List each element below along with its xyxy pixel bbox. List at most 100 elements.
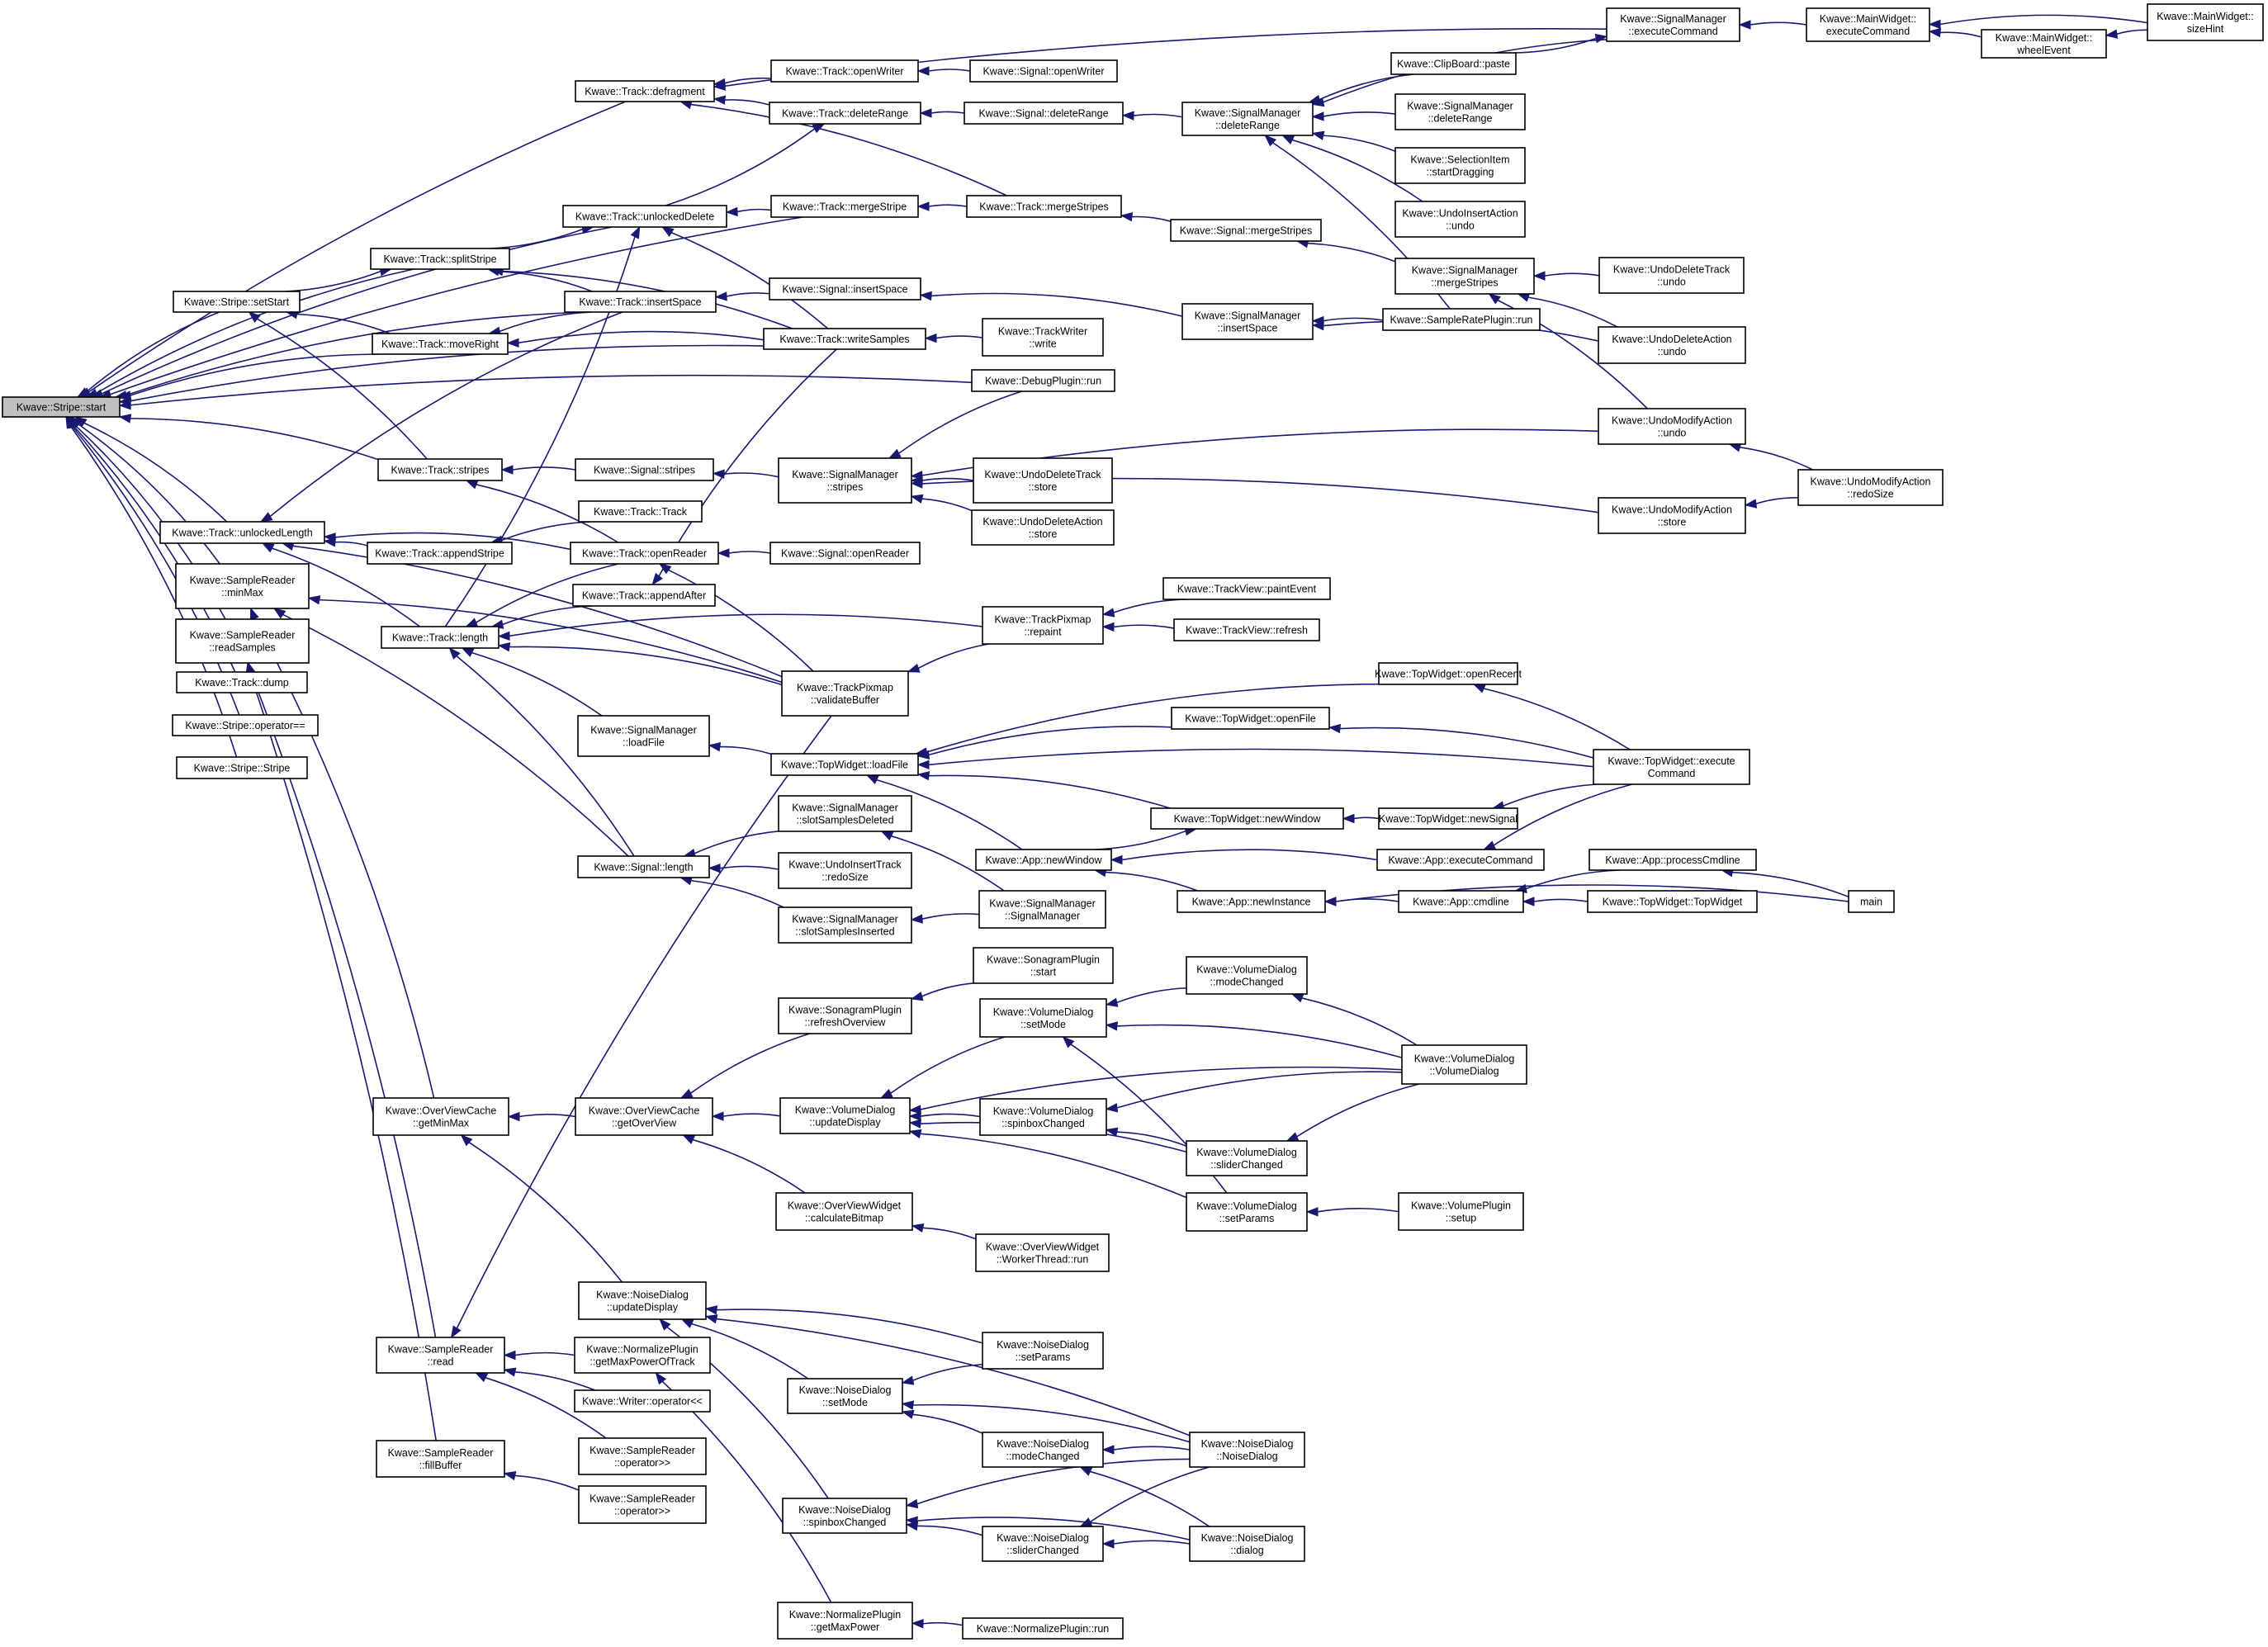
node-twLoadFile[interactable]: Kwave::TopWidget::loadFile [770, 753, 919, 776]
node-moveRight[interactable]: Kwave::Track::moveRight [372, 333, 509, 355]
node-appNewWindow[interactable]: Kwave::App::newWindow [975, 849, 1112, 871]
node-writeSamples[interactable]: Kwave::Track::writeSamples [763, 328, 926, 350]
node-stripeCtor[interactable]: Kwave::Stripe::Stripe [176, 756, 308, 779]
node-twNewWindow[interactable]: Kwave::TopWidget::newWindow [1150, 807, 1344, 830]
node-tpRepaint[interactable]: Kwave::TrackPixmap::repaint [982, 606, 1104, 645]
node-lengthS[interactable]: Kwave::Signal::length [577, 855, 710, 878]
node-lengthT[interactable]: Kwave::Track::length [381, 626, 500, 649]
node-openWriterT[interactable]: Kwave::Track::openWriter [770, 59, 919, 83]
node-twNewSignal[interactable]: Kwave::TopWidget::newSignal [1378, 807, 1518, 830]
node-sgStart[interactable]: Kwave::SonagramPlugin::start [973, 947, 1114, 984]
node-mwExecute[interactable]: Kwave::MainWidget::executeCommand [1806, 7, 1930, 42]
node-udaUndo[interactable]: Kwave::UndoDeleteAction::undo [1598, 326, 1746, 364]
node-appendAfter[interactable]: Kwave::Track::appendAfter [572, 584, 716, 607]
node-smSlotInserted[interactable]: Kwave::SignalManager::slotSamplesInserte… [778, 906, 912, 944]
node-readSamples[interactable]: Kwave::SampleReader::readSamples [175, 618, 310, 664]
node-dump[interactable]: Kwave::Track::dump [176, 671, 308, 693]
node-npGetMaxPowerTrack[interactable]: Kwave::NormalizePlugin::getMaxPowerOfTra… [574, 1337, 711, 1374]
node-insertSpaceT[interactable]: Kwave::Track::insertSpace [564, 291, 717, 313]
node-ndModeChanged[interactable]: Kwave::NoiseDialog::modeChanged [982, 1432, 1104, 1468]
node-appendStripe[interactable]: Kwave::Track::appendStripe [367, 542, 513, 565]
node-srOp2[interactable]: Kwave::SampleReader::operator>> [578, 1485, 707, 1524]
node-mergeStripeT[interactable]: Kwave::Track::mergeStripe [770, 195, 919, 218]
node-sgRefresh[interactable]: Kwave::SonagramPlugin::refreshOverview [778, 997, 912, 1034]
node-deleteRangeT[interactable]: Kwave::Track::deleteRange [769, 102, 921, 125]
node-ovcGetOverView[interactable]: Kwave::OverViewCache::getOverView [575, 1097, 713, 1136]
node-ndCtor[interactable]: Kwave::NoiseDialog::NoiseDialog [1189, 1432, 1305, 1468]
node-vdCtor[interactable]: Kwave::VolumeDialog::VolumeDialog [1401, 1044, 1527, 1085]
node-setStart[interactable]: Kwave::Stripe::setStart [173, 291, 301, 313]
node-srRead[interactable]: Kwave::SampleReader::read [376, 1337, 505, 1374]
node-twTopWidget[interactable]: Kwave::TopWidget::TopWidget [1587, 890, 1758, 913]
node-main[interactable]: main [1848, 890, 1895, 913]
node-npRun[interactable]: Kwave::NormalizePlugin::run [962, 1617, 1124, 1640]
node-tvRefresh[interactable]: Kwave::TrackView::refresh [1173, 618, 1320, 641]
node-smStripes[interactable]: Kwave::SignalManager::stripes [778, 457, 912, 504]
node-twWrite[interactable]: Kwave::TrackWriter::write [982, 318, 1104, 357]
node-uiaUndo[interactable]: Kwave::UndoInsertAction::undo [1394, 201, 1526, 238]
node-debugRun[interactable]: Kwave::DebugPlugin::run [971, 369, 1115, 392]
node-ndSpinbox[interactable]: Kwave::NoiseDialog::spinboxChanged [782, 1498, 907, 1534]
node-udtStore[interactable]: Kwave::UndoDeleteTrack::store [973, 457, 1113, 504]
node-stripesS[interactable]: Kwave::Signal::stripes [575, 458, 714, 481]
node-vdSpinbox[interactable]: Kwave::VolumeDialog::spinboxChanged [979, 1098, 1107, 1136]
node-mwWheel[interactable]: Kwave::MainWidget::wheelEvent [1981, 29, 2107, 59]
node-ndDialog[interactable]: Kwave::NoiseDialog::dialog [1189, 1526, 1305, 1562]
node-smLoadFile[interactable]: Kwave::SignalManager::loadFile [577, 715, 710, 757]
node-stripesT[interactable]: Kwave::Track::stripes [377, 458, 503, 481]
node-ovcGetMinMax[interactable]: Kwave::OverViewCache::getMinMax [372, 1097, 509, 1136]
node-ndSetMode[interactable]: Kwave::NoiseDialog::setMode [787, 1378, 903, 1414]
node-smInsertSpace[interactable]: Kwave::SignalManager::insertSpace [1181, 303, 1314, 340]
node-smCtor[interactable]: Kwave::SignalManager::SignalManager [978, 890, 1106, 929]
node-owCalc[interactable]: Kwave::OverViewWidget::calculateBitmap [775, 1192, 913, 1231]
node-deleteRangeS[interactable]: Kwave::Signal::deleteRange [964, 102, 1124, 125]
node-openReaderS[interactable]: Kwave::Signal::openReader [769, 542, 921, 565]
node-owRun[interactable]: Kwave::OverViewWidget::WorkerThread::run [975, 1233, 1110, 1272]
node-umaStore[interactable]: Kwave::UndoModifyAction::store [1598, 497, 1746, 534]
node-twOpenRecent[interactable]: Kwave::TopWidget::openRecent [1375, 662, 1522, 685]
node-start[interactable]: Kwave::Stripe::start [2, 396, 121, 418]
node-srRun[interactable]: Kwave::SampleRatePlugin::run [1382, 308, 1541, 331]
node-mwSizeHint[interactable]: Kwave::MainWidget::sizeHint [2147, 3, 2264, 41]
node-vdSetParams[interactable]: Kwave::VolumeDialog::setParams [1186, 1192, 1308, 1232]
node-vdUpdate[interactable]: Kwave::VolumeDialog::updateDisplay [779, 1097, 911, 1134]
node-vpSetup[interactable]: Kwave::VolumePlugin::setup [1398, 1192, 1524, 1231]
node-ndSlider[interactable]: Kwave::NoiseDialog::sliderChanged [982, 1526, 1104, 1562]
node-umaUndo[interactable]: Kwave::UndoModifyAction::undo [1598, 408, 1746, 445]
node-uitRedoSize[interactable]: Kwave::UndoInsertTrack::redoSize [778, 852, 912, 889]
node-appExecute[interactable]: Kwave::App::executeCommand [1376, 849, 1545, 871]
node-udtUndo[interactable]: Kwave::UndoDeleteTrack::undo [1598, 257, 1745, 294]
node-openWriterS[interactable]: Kwave::Signal::openWriter [969, 59, 1118, 83]
node-umaRedoSize[interactable]: Kwave::UndoModifyAction::redoSize [1797, 469, 1944, 506]
node-selStartDrag[interactable]: Kwave::SelectionItem::startDragging [1394, 147, 1526, 184]
node-smSlotDeleted[interactable]: Kwave::SignalManager::slotSamplesDeleted [778, 795, 912, 832]
node-udaStore[interactable]: Kwave::UndoDeleteAction::store [971, 509, 1115, 546]
node-clipPaste[interactable]: Kwave::ClipBoard::paste [1390, 52, 1517, 75]
node-openReaderT[interactable]: Kwave::Track::openReader [570, 542, 719, 565]
node-ndUpdate[interactable]: Kwave::NoiseDialog::updateDisplay [578, 1281, 707, 1320]
node-mergeStripesS[interactable]: Kwave::Signal::mergeStripes [1170, 219, 1322, 242]
node-appProcessCmdline[interactable]: Kwave::App::processCmdline [1589, 849, 1757, 871]
node-vdModeChanged[interactable]: Kwave::VolumeDialog::modeChanged [1186, 956, 1308, 995]
node-writerOp[interactable]: Kwave::Writer::operator<< [574, 1389, 711, 1413]
node-srFill[interactable]: Kwave::SampleReader::fillBuffer [376, 1440, 505, 1478]
node-twOpenFile[interactable]: Kwave::TopWidget::openFile [1171, 707, 1330, 730]
node-ndSetParams[interactable]: Kwave::NoiseDialog::setParams [982, 1332, 1104, 1370]
node-vdSetMode[interactable]: Kwave::VolumeDialog::setMode [979, 998, 1107, 1038]
node-srOp1[interactable]: Kwave::SampleReader::operator>> [578, 1437, 707, 1475]
node-tpValidate[interactable]: Kwave::TrackPixmap::validateBuffer [781, 670, 909, 717]
node-appCmdline[interactable]: Kwave::App::cmdline [1398, 890, 1524, 913]
node-unlockedDelete[interactable]: Kwave::Track::unlockedDelete [562, 205, 727, 228]
node-smDeleteRange2[interactable]: Kwave::SignalManager::deleteRange [1394, 93, 1526, 130]
node-smMergeStripes[interactable]: Kwave::SignalManager::mergeStripes [1394, 258, 1535, 295]
node-trackTrack[interactable]: Kwave::Track::Track [578, 500, 703, 523]
node-vdSlider[interactable]: Kwave::VolumeDialog::sliderChanged [1186, 1140, 1308, 1176]
node-mergeStripesT[interactable]: Kwave::Track::mergeStripes [966, 195, 1122, 218]
node-unlockedLength[interactable]: Kwave::Track::unlockedLength [159, 521, 325, 544]
node-smExecute[interactable]: Kwave::SignalManager::executeCommand [1606, 7, 1740, 42]
node-tvPaint[interactable]: Kwave::TrackView::paintEvent [1162, 577, 1331, 600]
node-splitStripe[interactable]: Kwave::Track::splitStripe [370, 248, 510, 270]
node-twExecute[interactable]: Kwave::TopWidget::executeCommand [1593, 749, 1750, 785]
node-smDeleteRange[interactable]: Kwave::SignalManager::deleteRange [1181, 102, 1314, 136]
node-insertSpaceS[interactable]: Kwave::Signal::insertSpace [769, 277, 921, 301]
